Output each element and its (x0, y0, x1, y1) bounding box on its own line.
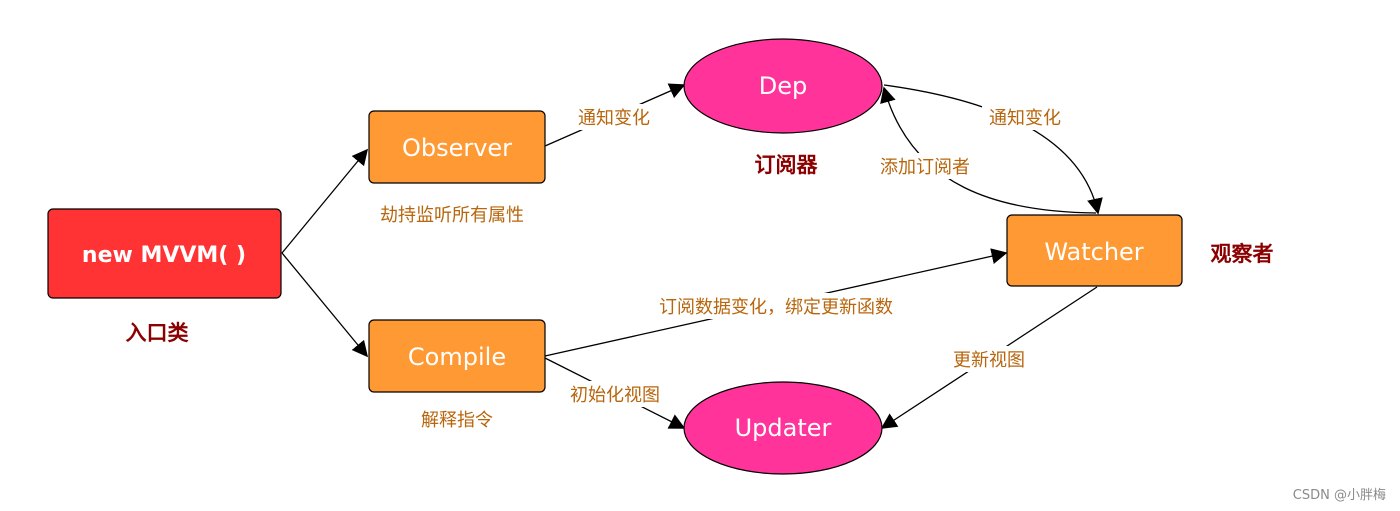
caption-compile: 解释指令 (421, 410, 493, 431)
node-updater: Updater (683, 381, 883, 475)
edge-mvvm-to-observer (281, 148, 369, 254)
node-dep-label: Dep (759, 72, 807, 100)
node-observer-label: Observer (402, 134, 512, 162)
node-updater-label: Updater (735, 414, 832, 442)
edge-label-observer-dep: 通知变化 (578, 108, 650, 129)
edge-watcher-to-dep (880, 86, 1097, 214)
node-observer: Observer (368, 110, 546, 184)
node-mvvm-label: new MVVM( ) (82, 243, 246, 268)
edge-mvvm-to-compile (281, 252, 369, 358)
node-compile-label: Compile (408, 343, 506, 371)
node-watcher: Watcher (1006, 214, 1183, 287)
node-watcher-label: Watcher (1044, 238, 1143, 266)
caption-mvvm: 入口类 (126, 321, 190, 345)
node-compile: Compile (368, 319, 546, 393)
node-dep: Dep (683, 38, 883, 134)
edge-label-compile-updater: 初始化视图 (570, 385, 660, 406)
node-mvvm: new MVVM( ) (47, 208, 282, 299)
edge-label-watcher-updater: 更新视图 (953, 350, 1025, 371)
caption-dep: 订阅器 (755, 153, 819, 177)
edge-label-watcher-dep: 添加订阅者 (880, 157, 970, 178)
caption-observer: 劫持监听所有属性 (380, 205, 524, 226)
edge-label-compile-watcher: 订阅数据变化，绑定更新函数 (659, 297, 893, 318)
watermark: CSDN @小胖梅 (1293, 488, 1386, 503)
edge-label-dep-watcher: 通知变化 (989, 108, 1061, 129)
caption-watcher: 观察者 (1211, 242, 1274, 266)
